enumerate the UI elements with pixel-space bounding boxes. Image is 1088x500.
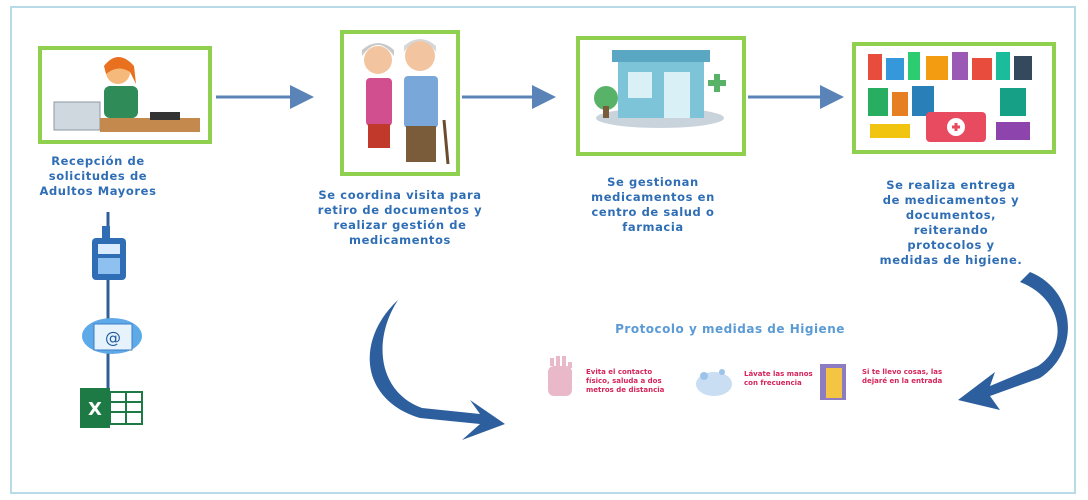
protocol-tip-handwashing: Lávate las manos con frecuencia [744, 370, 813, 387]
handwashing-icon [696, 369, 732, 396]
reception-illustration [46, 52, 206, 138]
step-label-pharmacy: Se gestionan medicamentos en centro de s… [591, 175, 715, 234]
elderly-couple-illustration [348, 36, 452, 170]
step-box-pharmacy [576, 36, 746, 156]
medicines-illustration [868, 52, 1032, 142]
hand-stop-icon [548, 356, 572, 396]
step-label-delivery: Se realiza entrega de medicamentos y doc… [879, 178, 1023, 267]
step-label-visit: Se coordina visita para retiro de docume… [317, 188, 483, 247]
door-icon [820, 364, 846, 400]
email-icon: @ [82, 318, 142, 354]
svg-text:@: @ [105, 328, 121, 347]
pharmacy-illustration [594, 50, 726, 128]
excel-icon: X [80, 388, 143, 428]
step-box-reception [38, 46, 212, 144]
protocol-tip-entrance: Si te llevo cosas, las dejaré en la entr… [862, 368, 943, 385]
curved-arrow-left [369, 300, 505, 440]
protocol-title: Protocolo y medidas de Higiene [615, 322, 845, 336]
svg-text:X: X [88, 399, 102, 420]
step-box-visit [340, 30, 460, 176]
step-label-reception: Recepción de solicitudes de Adultos Mayo… [39, 154, 157, 198]
curved-arrow-right [958, 272, 1068, 410]
telephone-icon [92, 226, 126, 280]
step-box-delivery [852, 42, 1056, 154]
protocol-tip-distance: Evita el contacto físico, saluda a dos m… [586, 368, 665, 394]
